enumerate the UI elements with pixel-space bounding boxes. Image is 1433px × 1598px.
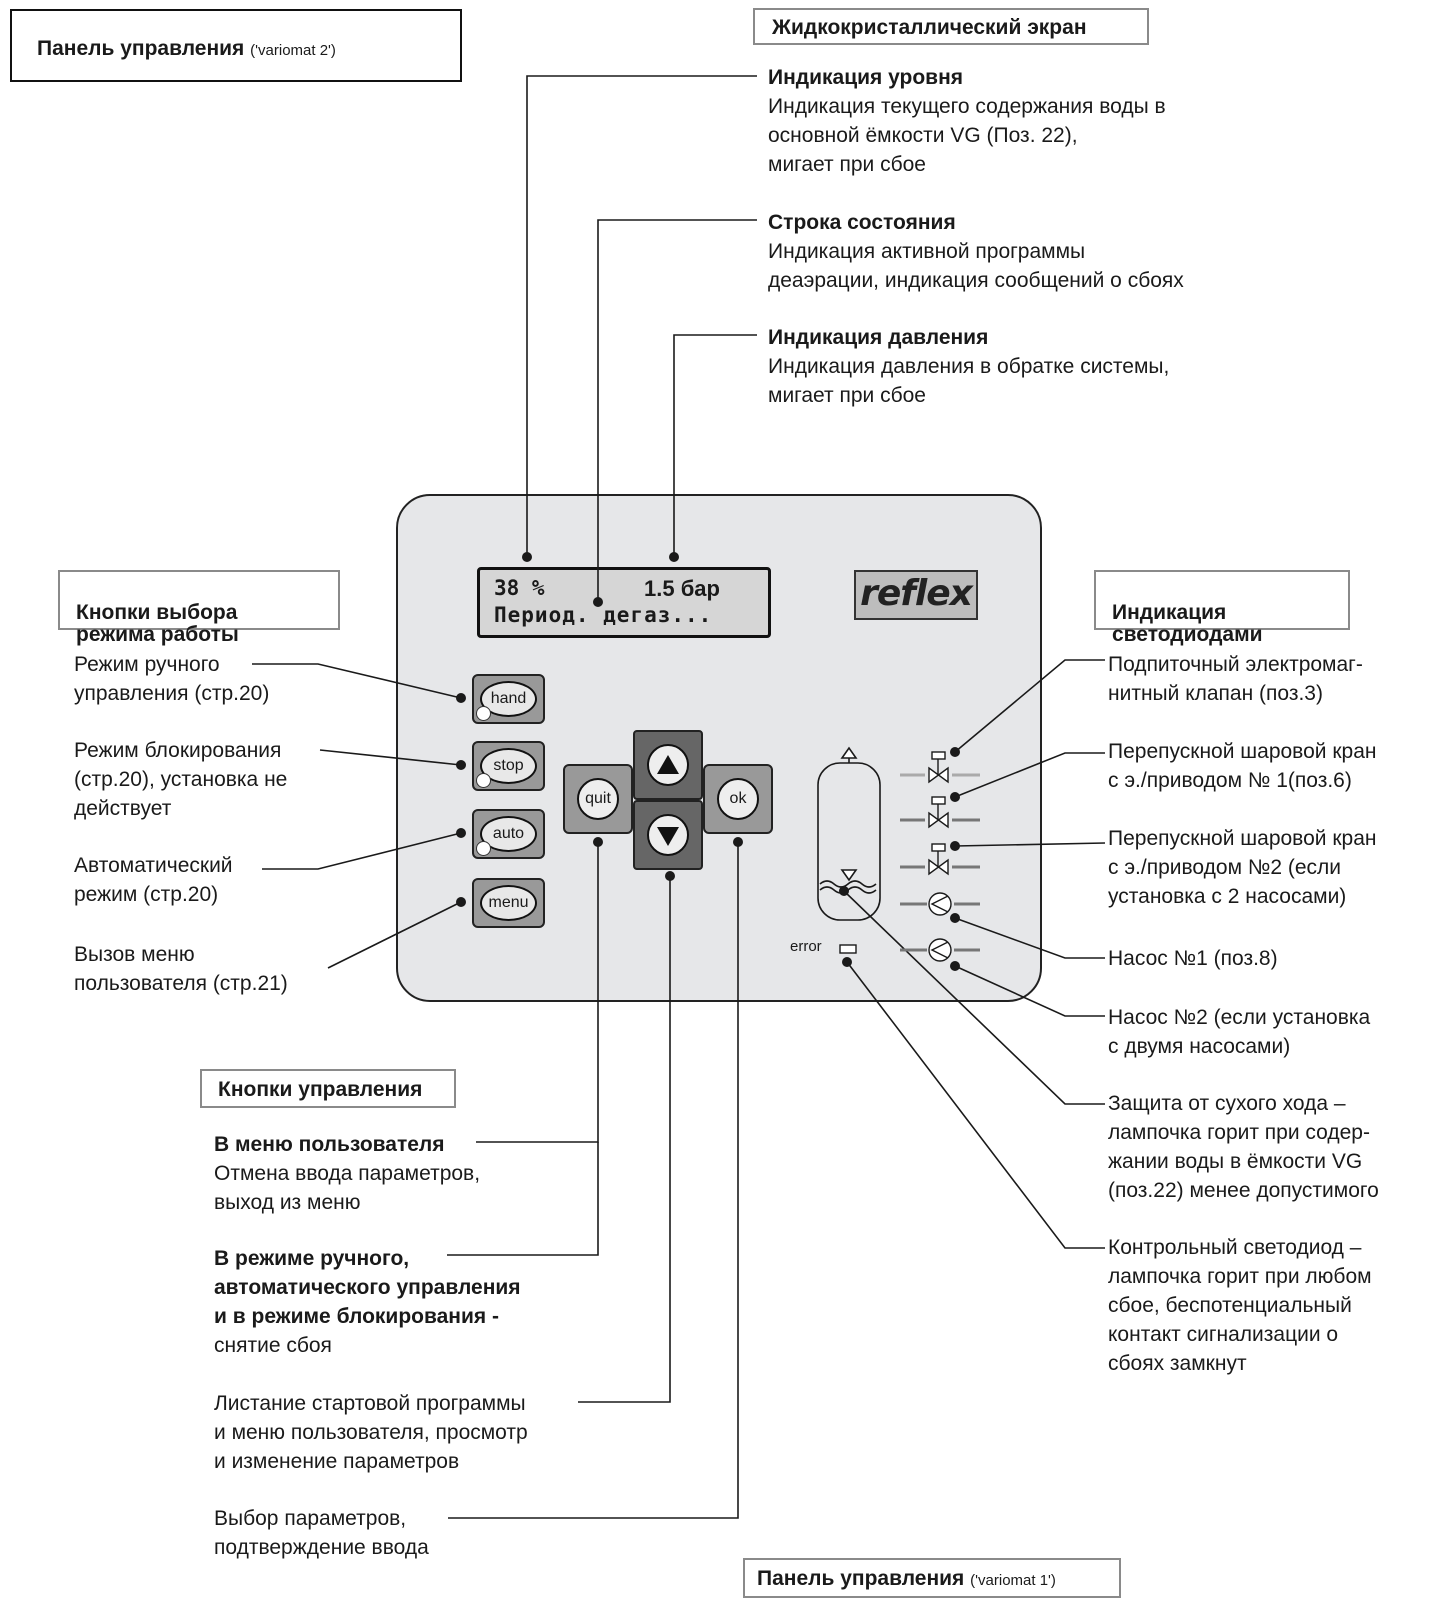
stop-led: [476, 773, 491, 788]
valve1-icon: [900, 796, 980, 829]
led-section-box: Индикация светодиодами: [1094, 570, 1350, 646]
error-leader-line: [846, 961, 1105, 1249]
arrows-leader-line: [578, 876, 671, 1403]
lcd-section-box: Жидкокристаллический экран: [753, 8, 1149, 45]
tank-icon: [817, 746, 881, 921]
mode-buttons-box: Кнопки выбора режима работы: [58, 570, 340, 646]
ok-button[interactable]: ok: [703, 764, 773, 834]
dry-run-leader-line: [843, 890, 1105, 1105]
lcd-level-value: 38 %: [494, 576, 545, 600]
mode-hand-description: Режим ручного управления (стр.20): [74, 653, 270, 705]
footer-title: Панель управления: [757, 1567, 965, 1590]
led-valve2-description: Перепускной шаровой кран с э./приводом №…: [1108, 827, 1377, 908]
led-dry-run-description: Защита от сухого хода – лампочка горит п…: [1108, 1092, 1379, 1202]
status-heading: Строка состояния: [768, 211, 956, 234]
status-leader-line: [597, 219, 757, 602]
auto-led: [476, 841, 491, 856]
arrow-buttons-description: Листание стартовой программы и меню поль…: [214, 1392, 528, 1473]
auto-button[interactable]: auto: [472, 809, 545, 859]
pump2-icon: [900, 938, 980, 962]
valve2-leader-line: [954, 842, 1106, 847]
auto-leader-line: [262, 832, 462, 870]
error-led: [839, 944, 857, 954]
led-refill-valve-description: Подпиточный электромаг- нитный клапан (п…: [1108, 653, 1363, 705]
pressure-description: Индикация давления в обратке системы, ми…: [768, 355, 1170, 407]
led-section-title: Индикация светодиодами: [1112, 601, 1263, 646]
quit-leader-line-2: [447, 1142, 599, 1256]
led-valve1-description: Перепускной шаровой кран с э./приводом №…: [1108, 740, 1377, 792]
pump1-leader-line: [954, 917, 1105, 959]
hand-led: [476, 706, 491, 721]
valve1-leader-line: [954, 752, 1105, 798]
pump1-icon: [900, 892, 980, 916]
menu-button-label: menu: [480, 885, 537, 921]
ok-leader-line: [448, 842, 739, 1519]
ok-button-description: Выбор параметров, подтверждение ввода: [214, 1507, 429, 1559]
down-button[interactable]: [633, 800, 703, 870]
pump2-leader-line: [954, 965, 1105, 1017]
mode-stop-description: Режим блокирования (стр.20), установка н…: [74, 739, 288, 820]
quit-leader-line-1: [476, 842, 599, 1143]
footer-box: Панель управления ('variomat 1'): [743, 1558, 1121, 1598]
level-heading: Индикация уровня: [768, 66, 964, 89]
arrow-down-icon: [657, 827, 679, 846]
lcd-section-title: Жидкокристаллический экран: [772, 16, 1087, 39]
hand-leader-line: [252, 663, 462, 699]
panel-title-model: ('variomat 2'): [250, 42, 336, 59]
led-pump1-description: Насос №1 (поз.8): [1108, 947, 1278, 970]
lcd-display: 38 % 1.5 бар Период. дегаз...: [477, 567, 771, 638]
quit-user-menu-heading: В меню пользователя: [214, 1133, 445, 1156]
quit-button[interactable]: quit: [563, 764, 633, 834]
pressure-leader-line: [673, 334, 757, 557]
hand-button[interactable]: hand: [472, 674, 545, 724]
status-description: Индикация активной программы деаэрации, …: [768, 240, 1184, 292]
menu-leader-line: [327, 901, 462, 969]
footer-model: ('variomat 1'): [970, 1572, 1056, 1589]
control-buttons-title: Кнопки управления: [218, 1078, 423, 1101]
lcd-status-line: Период. дегаз...: [494, 603, 713, 627]
reflex-logo: reflex: [854, 570, 978, 620]
stop-leader-line: [319, 749, 462, 766]
quit-user-menu-description: Отмена ввода параметров, выход из меню: [214, 1162, 481, 1214]
led-error-description: Контрольный светодиод – лампочка горит п…: [1108, 1236, 1372, 1375]
stop-button-label: stop: [480, 748, 537, 784]
quit-modes-heading: В режиме ручного, автоматического управл…: [214, 1247, 521, 1328]
valve2-icon: [900, 843, 980, 876]
level-description: Индикация текущего содержания воды в осн…: [768, 95, 1166, 176]
refill-valve-icon: [900, 751, 980, 784]
arrow-up-icon: [657, 755, 679, 774]
level-leader-line: [526, 75, 757, 557]
menu-button[interactable]: menu: [472, 878, 545, 928]
panel-title: Панель управления: [37, 37, 245, 60]
hand-button-label: hand: [480, 681, 537, 717]
quit-button-label: quit: [577, 778, 619, 820]
pressure-heading: Индикация давления: [768, 326, 989, 349]
mode-buttons-title: Кнопки выбора режима работы: [76, 601, 239, 646]
control-buttons-box: Кнопки управления: [200, 1069, 456, 1108]
quit-modes-description: снятие сбоя: [214, 1334, 332, 1357]
leader-dots: [456, 552, 960, 971]
stop-button[interactable]: stop: [472, 741, 545, 791]
led-pump2-description: Насос №2 (если установка с двумя насосам…: [1108, 1006, 1371, 1058]
ok-button-label: ok: [717, 778, 759, 820]
panel-title-box: Панель управления ('variomat 2'): [10, 9, 462, 82]
lcd-pressure-value: 1.5 бар: [644, 576, 720, 601]
up-button[interactable]: [633, 730, 703, 800]
error-label: error: [790, 938, 822, 955]
refill-leader-line: [954, 659, 1105, 753]
mode-auto-description: Автоматический режим (стр.20): [74, 854, 233, 906]
mode-menu-description: Вызов меню пользователя (стр.21): [74, 943, 288, 995]
auto-button-label: auto: [480, 816, 537, 852]
